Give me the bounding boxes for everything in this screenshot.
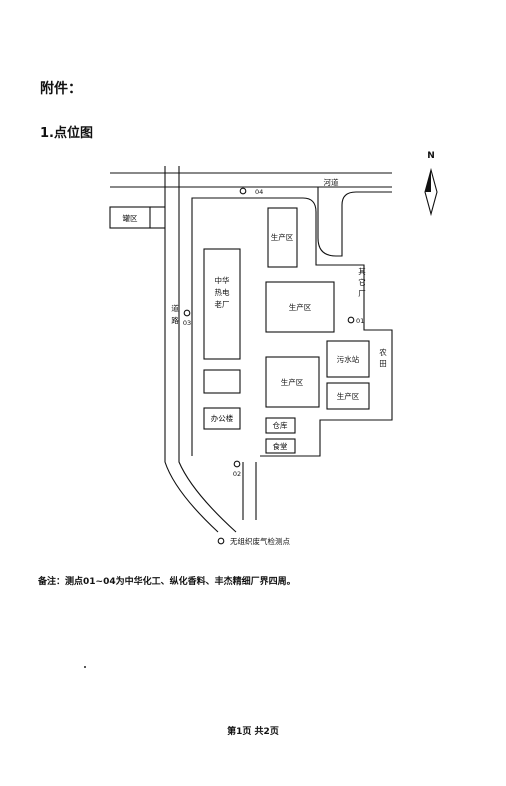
canteen-label: 食堂 (273, 441, 288, 451)
legend-marker (217, 537, 225, 545)
attachment-heading: 附件： (40, 81, 82, 97)
farmland-label-2: 田 (379, 359, 387, 368)
point-03-label: 03 (183, 319, 191, 327)
point-02-label: 02 (233, 470, 241, 478)
north-arrow-fill (425, 170, 431, 192)
old-plant-label-1: 中华 (215, 275, 230, 285)
production-bottom-box (265, 356, 320, 408)
production-bottom-label: 生产区 (281, 377, 304, 387)
road-label-2: 路 (171, 315, 179, 325)
old-plant-label-2: 热电 (215, 287, 230, 297)
section-title: 1.点位图 (40, 126, 93, 141)
river-label: 河道 (324, 177, 339, 187)
point-04-label: 04 (255, 188, 263, 196)
road-right-edge (178, 166, 237, 533)
office-box (203, 407, 241, 430)
point-02-marker (233, 460, 241, 468)
side-road (317, 187, 392, 257)
office-label: 办公楼 (211, 413, 234, 423)
point-04-marker (239, 187, 247, 195)
warehouse-box (265, 417, 296, 434)
plant-boundary (191, 197, 393, 457)
other-plant-label-1: 其 (358, 267, 366, 276)
production-small-box (326, 382, 370, 410)
production-top-label: 生产区 (271, 232, 294, 242)
wastewater-box (326, 340, 370, 378)
production-middle-label: 生产区 (289, 302, 312, 312)
other-plant-label-3: 厂 (358, 289, 366, 298)
point-03-marker (183, 309, 191, 317)
tank-area-box (109, 206, 151, 229)
point-01-label: 01 (356, 317, 364, 325)
empty-building-box (203, 369, 241, 394)
page-number: 第1页 共2页 (227, 727, 279, 737)
old-plant-label-3: 老厂 (215, 299, 230, 309)
tank-area-label: 罐区 (123, 213, 138, 223)
canteen-box (265, 438, 296, 454)
north-label: N (427, 151, 435, 161)
legend-label: 无组织废气检测点 (230, 536, 290, 546)
road-left-edge (164, 166, 219, 533)
old-plant-box (203, 248, 241, 360)
remark-note: 备注：测点01~04为中华化工、纵化香料、丰杰精细厂界四周。 (38, 577, 296, 587)
other-plant-label-2: 它 (358, 277, 366, 287)
production-small-label: 生产区 (337, 391, 360, 401)
road-label-1: 道 (171, 303, 179, 313)
wastewater-label: 污水站 (337, 354, 360, 364)
stray-dot (84, 666, 86, 668)
warehouse-label: 仓库 (273, 420, 288, 430)
production-top-box (267, 207, 298, 268)
production-middle-box (265, 281, 335, 333)
farmland-label-1: 农 (379, 347, 387, 357)
point-01-marker (347, 316, 355, 324)
